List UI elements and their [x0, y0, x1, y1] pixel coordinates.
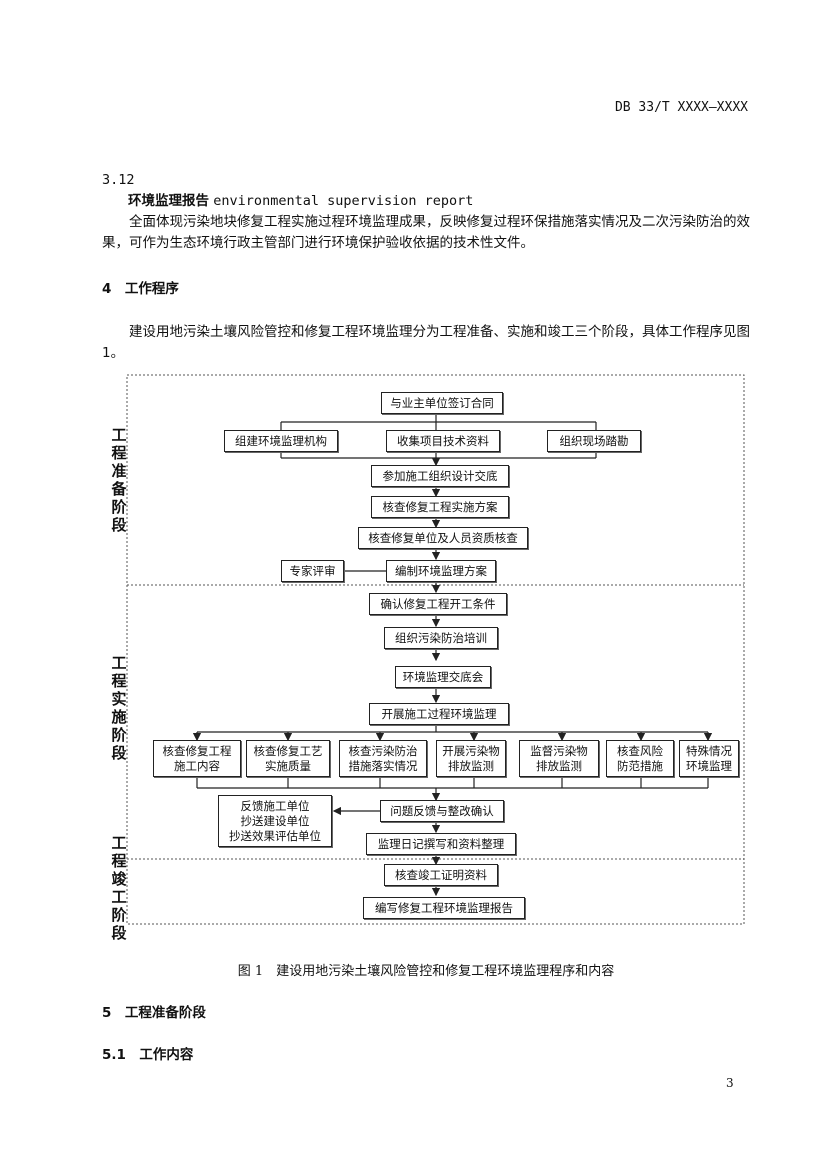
figure-caption: 图 1 建设用地污染土壤风险管控和修复工程环境监理程序和内容	[237, 964, 615, 979]
step-check-completion-docs: 核查竣工证明资料	[384, 864, 498, 886]
term-heading: 环境监理报告 environmental supervision report	[128, 191, 473, 212]
section-heading: 5 工程准备阶段	[102, 1005, 206, 1021]
task-special-cases: 特殊情况环境监理	[679, 740, 739, 777]
step-issue-feedback: 问题反馈与整改确认	[380, 800, 504, 822]
step-check-plan: 核查修复工程实施方案	[371, 496, 509, 518]
subsection-heading: 5.1 工作内容	[102, 1047, 194, 1063]
task-supervise-monitoring: 监督污染物排放监测	[519, 740, 599, 777]
stage-label-implementation: 工程实施阶段	[111, 654, 127, 762]
step-briefing: 环境监理交底会	[395, 666, 491, 688]
step-training: 组织污染防治培训	[384, 627, 498, 649]
step-sign-contract: 与业主单位签订合同	[381, 392, 503, 414]
task-risk-prevention: 核查风险防范措施	[606, 740, 674, 777]
section-paragraph: 建设用地污染土壤风险管控和修复工程环境监理分为工程准备、实施和竣工三个阶段，具体…	[102, 324, 750, 361]
step-check-qualification: 核查修复单位及人员资质核查	[358, 527, 528, 549]
term-definition: 全面体现污染地块修复工程实施过程环境监理成果，反映修复过程环保措施落实情况及二次…	[102, 214, 750, 251]
step-site-survey: 组织现场踏勘	[547, 430, 641, 452]
task-check-process-quality: 核查修复工艺实施质量	[246, 740, 330, 777]
task-check-pollution-measures: 核查污染防治措施落实情况	[339, 740, 427, 777]
step-write-report: 编写修复工程环境监理报告	[363, 897, 525, 919]
step-set-up-agency: 组建环境监理机构	[224, 430, 338, 452]
section-number: 3.12	[102, 172, 135, 188]
stage-label-completion: 工程竣工阶段	[111, 834, 127, 942]
step-design-briefing: 参加施工组织设计交底	[371, 465, 509, 487]
stage-label-preparation: 工程准备阶段	[111, 426, 127, 534]
step-log-writing: 监理日记撰写和资料整理	[366, 833, 516, 855]
task-emission-monitoring: 开展污染物排放监测	[436, 740, 506, 777]
step-compile-plan: 编制环境监理方案	[386, 560, 496, 582]
step-feedback-targets: 反馈施工单位抄送建设单位抄送效果评估单位	[218, 795, 332, 847]
page-number: 3	[726, 1076, 734, 1090]
step-process-supervision: 开展施工过程环境监理	[369, 703, 509, 725]
term-cn: 环境监理报告	[128, 193, 209, 209]
step-confirm-conditions: 确认修复工程开工条件	[369, 593, 507, 615]
step-collect-data: 收集项目技术资料	[386, 430, 500, 452]
flowchart-figure: 工程准备阶段 工程实施阶段 工程竣工阶段 与业主单位签订合同 组建环境监理机构 …	[111, 374, 746, 942]
flowchart-lines	[126, 374, 745, 925]
standard-number: DB 33/T XXXX—XXXX	[614, 100, 748, 115]
term-en: environmental supervision report	[213, 193, 474, 209]
step-expert-review: 专家评审	[281, 560, 344, 582]
task-check-construction: 核查修复工程施工内容	[153, 740, 241, 777]
section-heading: 4 工作程序	[102, 281, 179, 297]
